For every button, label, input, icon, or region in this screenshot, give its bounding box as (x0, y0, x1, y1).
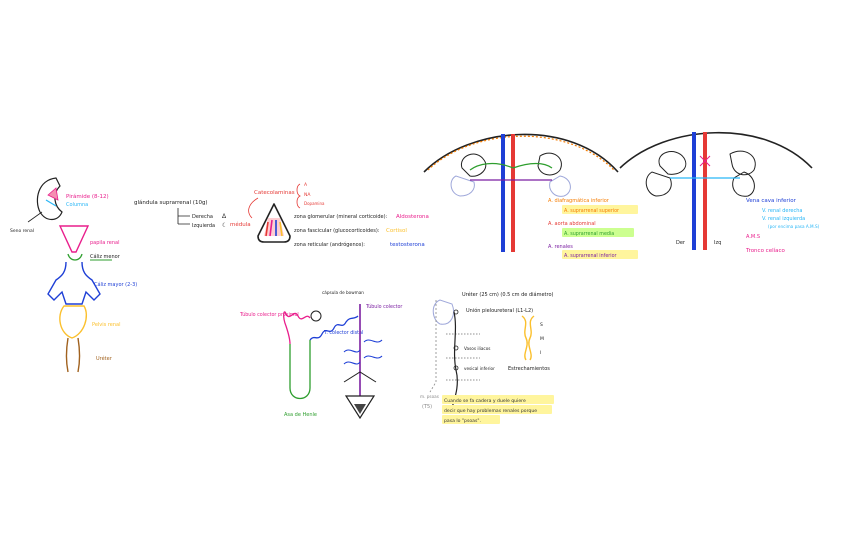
adrenal-section: glándula suprarrenal (10g) Derecha Δ Izq… (134, 182, 429, 248)
ts-label: (T5) (422, 404, 432, 410)
ureter-diagram: Uréter (25 cm) (0.5 cm de diámetro) Unió… (420, 291, 554, 424)
ureter-label: Uréter (96, 355, 113, 362)
distal-tubule (310, 316, 358, 340)
cat-dopamine: Dopamina (304, 201, 325, 206)
left-side-label: Izq (714, 240, 721, 246)
zona-retic-hormone: testosterona (390, 242, 425, 248)
psoas-label: m. psoas (420, 394, 439, 399)
right-shape: Δ (222, 213, 227, 220)
zona-retic-label: zona reticular (andrógenos): (294, 241, 365, 248)
nephron-diagram: cápsula de bowman Túbulo colector proxim… (239, 290, 402, 418)
note-line-1: Cuando se fa cadera y duele quiere (444, 398, 526, 404)
zona-fasc-hormone: Cortisol (386, 228, 407, 234)
ureter-path (452, 312, 457, 408)
narrowings-shape (522, 316, 534, 360)
capsule-label: cápsula de bowman (322, 290, 364, 295)
renal-pelvis (60, 306, 87, 338)
note-line-3: pasa lo "psoas". (444, 418, 481, 424)
venous-diagram: Der Izq Vena cava inferior V. renal dere… (620, 132, 820, 254)
left-adrenal-shape-2 (659, 152, 686, 175)
gland-label: glándula suprarrenal (10g) (134, 199, 208, 206)
pelvis-label: Unión pieloureteral (L1-L2) (466, 307, 533, 314)
aorta-label: A. aorta abdominal (548, 221, 596, 227)
catecholamines-label: Catecolaminas (254, 190, 295, 196)
right-kidney-shape (550, 176, 571, 196)
medulla-label: médula (230, 221, 251, 228)
right-adrenal-shape-2 (730, 151, 755, 175)
pelvis-label: Pelvis renal (92, 322, 121, 328)
renal-label: A. renales (548, 244, 573, 250)
mid-suprarenal-branch (470, 164, 513, 170)
inf-suprarenal-label: A. suprarrenal inferior (564, 253, 617, 259)
major-calyx-label: Cáliz mayor (2-3) (94, 281, 137, 288)
collector-label: Túbulo colector (365, 303, 402, 310)
minor-calyx-label: Cáliz menor (90, 253, 121, 260)
bowman-capsule (311, 311, 321, 321)
i-label: I (540, 350, 541, 356)
vessels-label: Vasos iliacos (464, 346, 490, 351)
mid-suprarenal-label: A. suprarrenal media (564, 231, 614, 237)
left-renal-label: V. renal izquierda (762, 216, 805, 222)
note-label: (por encima pasa A.M.S) (768, 224, 820, 229)
m-label: M (540, 336, 544, 342)
henle-loop (290, 340, 310, 399)
ureter-title: Uréter (25 cm) (0.5 cm de diámetro) (462, 291, 554, 298)
distal-label: T. colector distal (323, 330, 363, 336)
diaphragm-arc (424, 134, 618, 172)
cat-a: A (304, 182, 308, 188)
ureter-tube (67, 338, 80, 372)
papilla-label: papila renal (90, 240, 120, 246)
right-kidney-shape-2 (733, 172, 755, 196)
right-renal-label: V. renal derecha (762, 208, 802, 214)
narrowings-label: Estrechamientos (508, 366, 550, 372)
right-side-label: Der (676, 240, 686, 246)
arterial-diagram: A. diafragmática inferior A. suprarrenal… (424, 134, 638, 259)
medulla-arrow (249, 198, 258, 218)
minor-calyx (68, 254, 82, 260)
mid-suprarenal-branch-r (513, 164, 552, 169)
kidney-section: Pirámide (8-12) Columna Seno renal papil… (10, 178, 137, 372)
left-kidney-shape-2 (646, 172, 671, 196)
kidney-column-mark (46, 200, 56, 206)
gland-branch-lines (178, 208, 190, 224)
s-label: S (540, 322, 543, 328)
column-label: Columna (66, 202, 88, 208)
left-label: Izquierda (192, 223, 215, 229)
phrenic-label: A. diafragmática inferior (548, 197, 610, 204)
major-calyx (48, 262, 100, 304)
sup-suprarenal-label: A. suprarrenal superior (564, 208, 619, 214)
cat-na: NA (304, 192, 311, 198)
left-kidney-shape (451, 176, 474, 196)
sinus-label: Seno renal (10, 228, 34, 234)
diaphragm-arc-2 (620, 133, 812, 168)
zona-glom-hormone: Aldosterona (396, 214, 429, 220)
catecholamine-brace (297, 184, 300, 208)
henle-label: Asa de Henle (284, 412, 317, 418)
note-line-2: decir que hay problemas renales porque (444, 408, 537, 414)
sinus-arrow (28, 212, 42, 222)
kidney-outline (37, 178, 62, 220)
inferior-label: vesical inferior (464, 366, 495, 371)
zona-glom-label: zona glomerular (mineral corticoide): (294, 214, 388, 220)
ams-label: A.M.S (746, 234, 760, 240)
right-label: Derecha (192, 214, 213, 220)
left-shape: ☾ (222, 222, 227, 229)
papilla-funnel (60, 226, 88, 252)
pyramid-label: Pirámide (8-12) (66, 193, 109, 200)
adrenal-zones-fill (264, 218, 284, 236)
ivc-label: Vena cava inferior (746, 198, 797, 204)
kidney-pyramid-mark (48, 188, 58, 200)
celiac-label: Tronco celíaco (745, 247, 786, 254)
collector-branches (344, 340, 382, 364)
zona-fasc-label: zona fascicular (glucocorticoides): (294, 228, 380, 234)
proximal-label: Túbulo colector proximal (239, 311, 299, 318)
